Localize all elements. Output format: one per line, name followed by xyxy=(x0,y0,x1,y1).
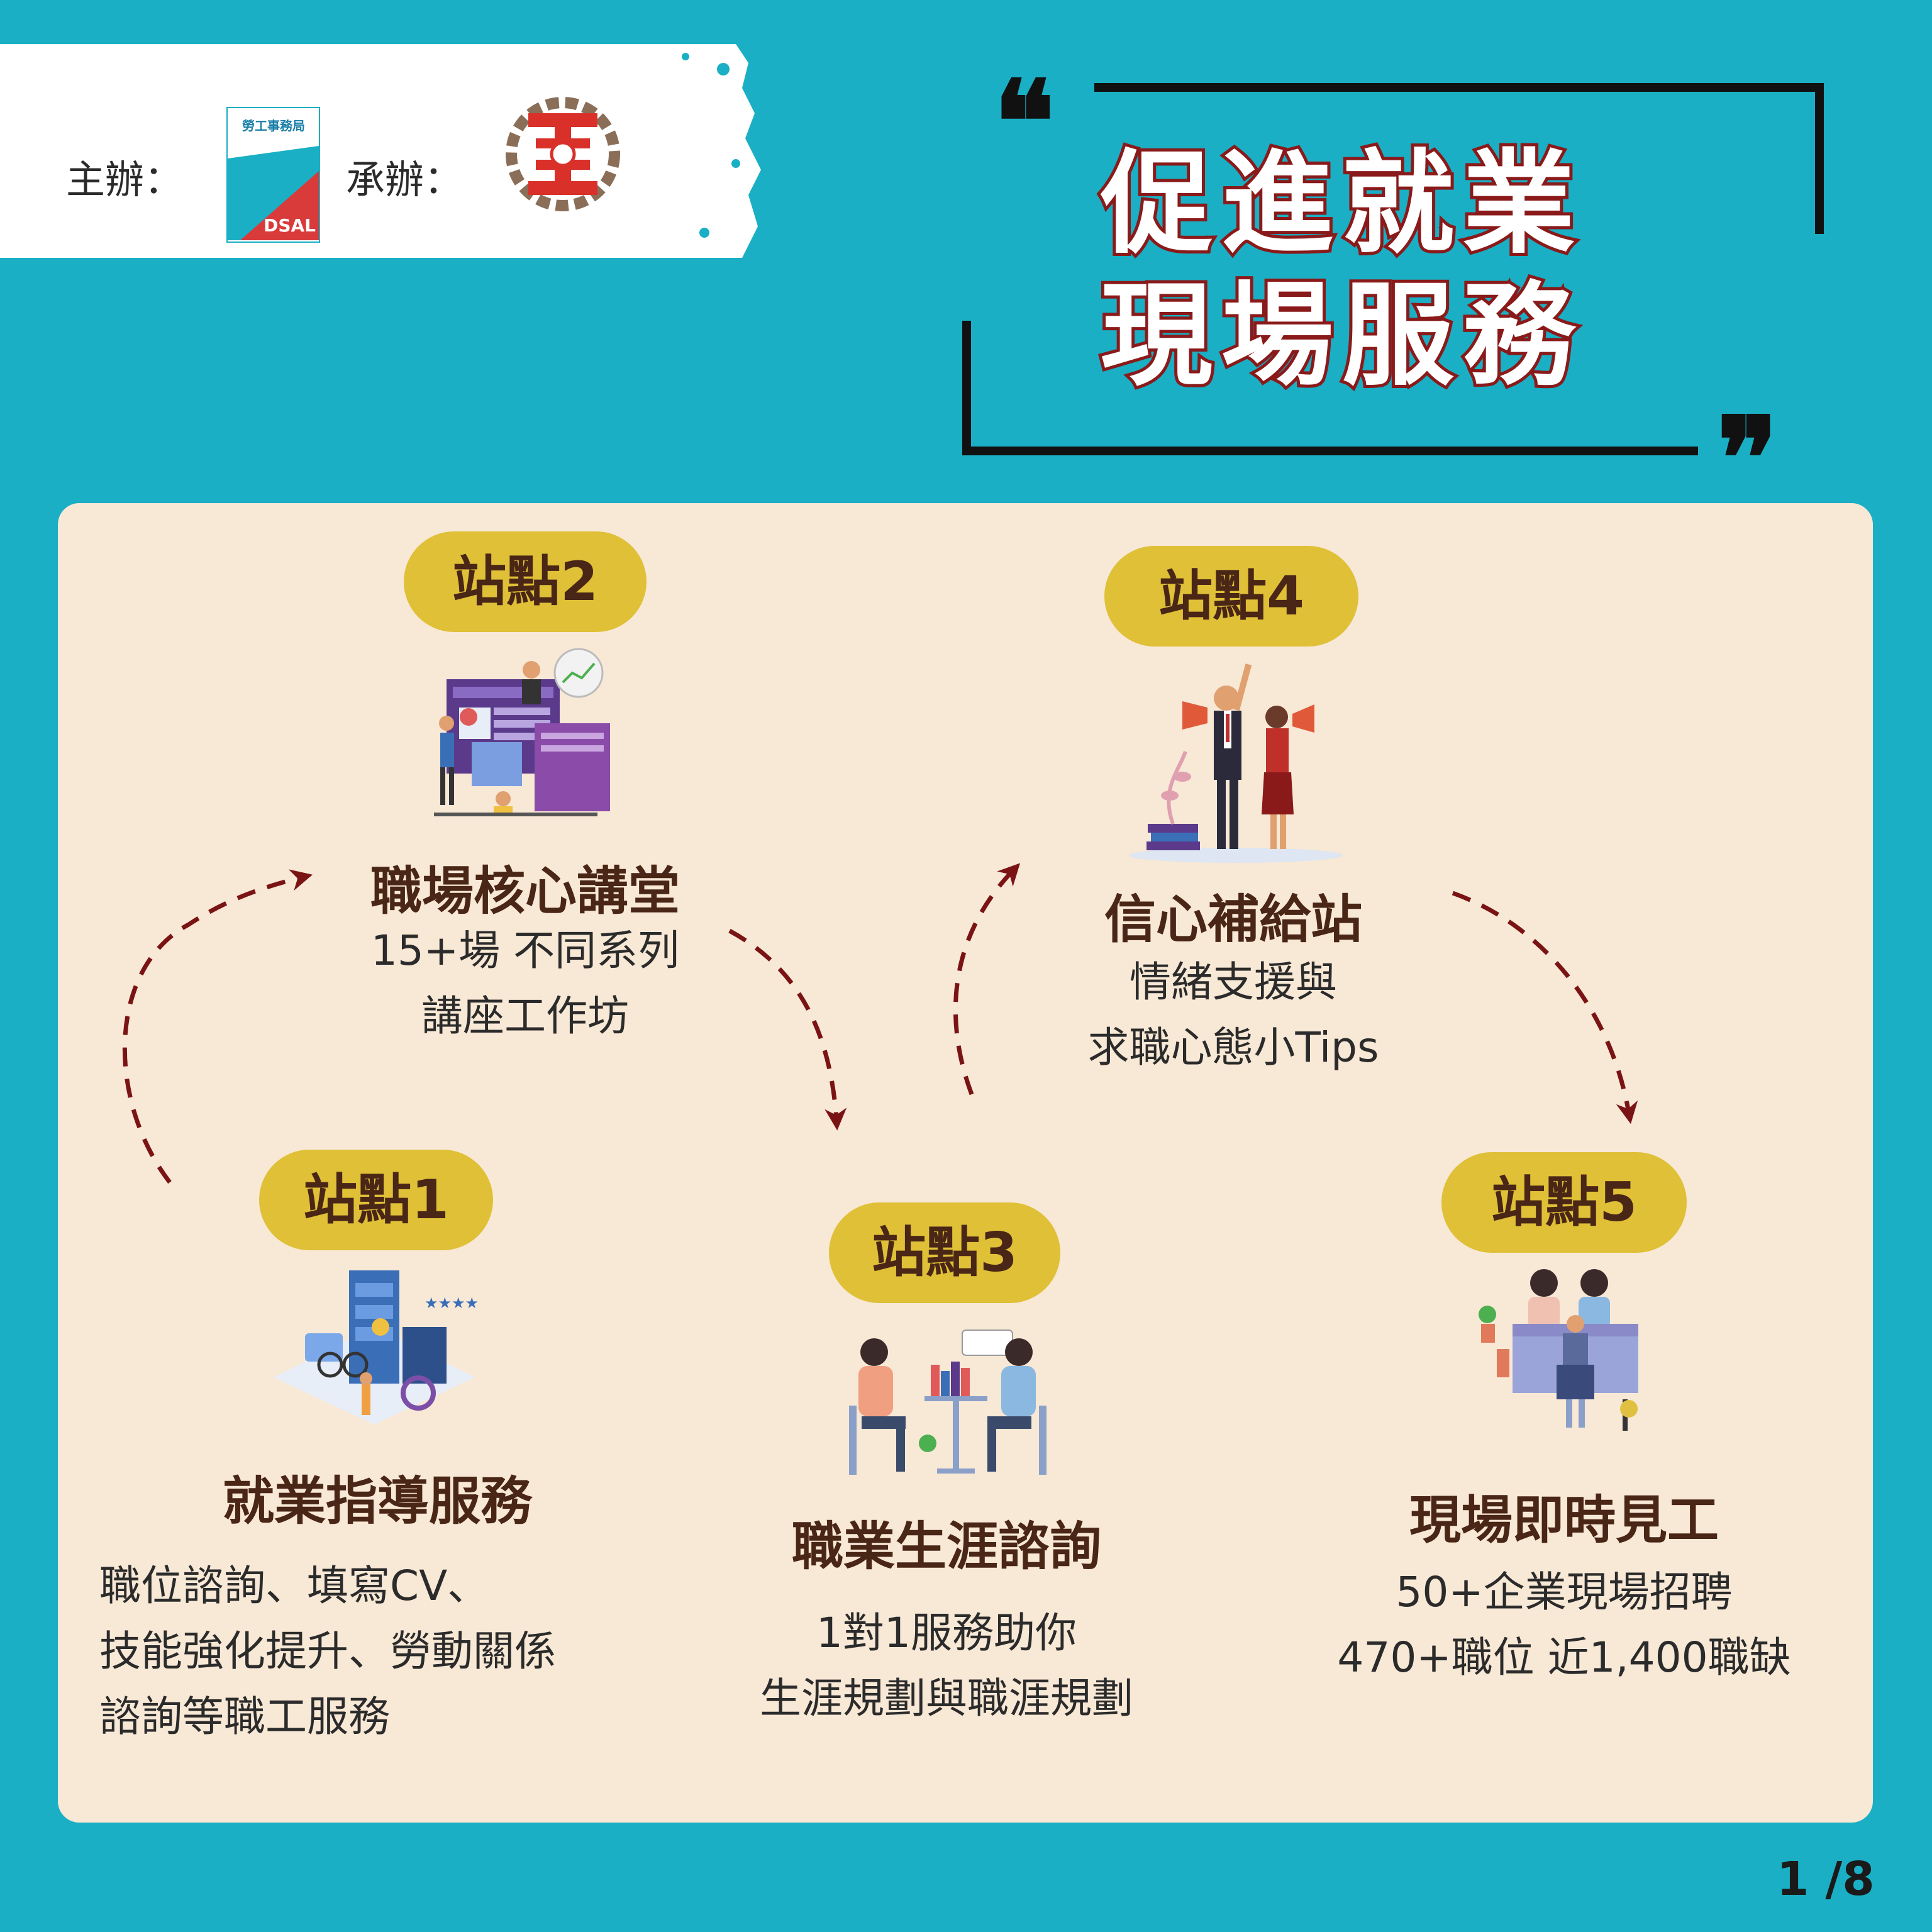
career-counseling-illustration-icon xyxy=(849,1330,1046,1475)
station-1-desc-line: 職位諮詢、填寫CV、 xyxy=(99,1562,489,1610)
station-4-desc-line: 情緒支援與 xyxy=(1130,958,1337,1006)
headline-line-2: 現場服務 xyxy=(1097,270,1584,401)
union-logo xyxy=(506,97,620,211)
station-3-title: 職業生涯諮詢 xyxy=(791,1517,1101,1577)
arrow-3-to-4 xyxy=(953,863,1021,1096)
job-guidance-illustration-icon: ★★★★ xyxy=(274,1270,479,1424)
station-5-badge: 站點5 xyxy=(1441,1152,1687,1253)
station-4-description: 情緒支援與 求職心態小Tips xyxy=(979,950,1488,1080)
workshop-illustration-icon xyxy=(434,648,610,816)
station-1-badge: 站點1 xyxy=(259,1150,493,1250)
station-5-title: 現場即時見工 xyxy=(1409,1491,1719,1550)
station-3-description: 1對1服務助你 生涯規劃與職涯規劃 xyxy=(692,1601,1201,1731)
station-3-desc-line: 生涯規劃與職涯規劃 xyxy=(760,1674,1133,1723)
open-quote-icon: ❝ xyxy=(994,56,1055,189)
dsal-logo-sub: DSAL xyxy=(264,215,316,236)
station-3-badge: 站點3 xyxy=(829,1202,1060,1303)
arrow-1-to-2 xyxy=(122,869,313,1184)
dsal-logo: 勞工事務局 DSAL xyxy=(226,107,320,243)
station-4-title: 信心補給站 xyxy=(1104,890,1362,950)
svg-text:★★★★: ★★★★ xyxy=(425,1294,479,1312)
station-2-badge: 站點2 xyxy=(404,531,647,632)
station-3-desc-line: 1對1服務助你 xyxy=(816,1609,1077,1657)
arrow-2-to-3 xyxy=(728,928,847,1131)
station-1-description: 職位諮詢、填寫CV、 技能強化提升、勞動關係 諮詢等職工服務 xyxy=(99,1553,665,1750)
station-4-badge: 站點4 xyxy=(1104,546,1358,647)
page-indicator: 1 /8 xyxy=(1777,1852,1875,1906)
station-5-desc-line: 470+職位 近1,400職缺 xyxy=(1337,1633,1791,1682)
co-organizer-label: 承辦： xyxy=(346,157,464,203)
on-site-recruitment-illustration-icon xyxy=(1479,1269,1638,1431)
organizer-banner: 主辦： 勞工事務局 DSAL 承辦： xyxy=(0,44,764,258)
station-5-description: 50+企業現場招聘 470+職位 近1,400職缺 xyxy=(1278,1560,1850,1690)
arrow-4-to-5 xyxy=(1452,891,1638,1124)
headline-line-1: 促進就業 xyxy=(1097,138,1584,269)
station-2-desc-line: 講座工作坊 xyxy=(421,992,629,1040)
dsal-logo-text: 勞工事務局 xyxy=(242,118,305,133)
station-2-title: 職場核心講堂 xyxy=(370,862,680,921)
station-4-desc-line: 求職心態小Tips xyxy=(1087,1023,1379,1072)
host-label: 主辦： xyxy=(66,157,184,203)
station-5-desc-line: 50+企業現場招聘 xyxy=(1396,1568,1733,1616)
station-1-desc-line: 技能強化提升、勞動關係 xyxy=(99,1627,556,1675)
station-1-title: 就業指導服務 xyxy=(222,1472,532,1531)
station-2-desc-line: 15+場 不同系列 xyxy=(370,926,680,975)
headline-frame xyxy=(962,83,1824,455)
confidence-booster-illustration-icon xyxy=(1129,663,1343,863)
station-1-desc-line: 諮詢等職工服務 xyxy=(99,1692,390,1741)
station-2-description: 15+場 不同系列 講座工作坊 xyxy=(270,918,780,1049)
close-quote-icon: ❞ xyxy=(1717,392,1778,525)
